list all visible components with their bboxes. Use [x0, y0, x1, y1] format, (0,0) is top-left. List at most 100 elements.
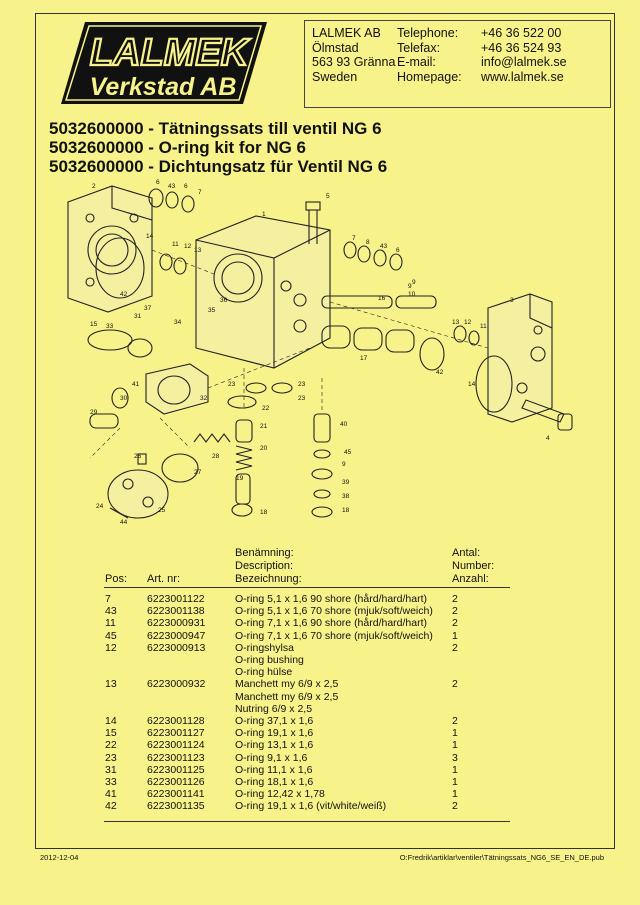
- cell-pos: 7: [105, 593, 111, 605]
- cell-art-nr: 6223001127: [147, 727, 205, 740]
- cell-quantity: 3: [452, 751, 458, 764]
- contact-box: LALMEK AB Ölmstad 563 93 Gränna Sweden T…: [304, 20, 611, 108]
- cell-art-nr: 6223001124: [147, 739, 205, 752]
- header-quantity-se: Antal:: [452, 547, 481, 559]
- page-frame: [35, 13, 615, 849]
- callout-label: 33: [106, 323, 114, 330]
- callout-label: 25: [158, 507, 166, 514]
- cell-quantity: 1: [452, 727, 458, 740]
- callout-label: 42: [120, 291, 128, 298]
- cell-quantity: 2: [452, 593, 458, 605]
- table-row: O-ring bushing: [0, 654, 640, 666]
- callout-label: 20: [260, 445, 268, 452]
- cell-art-nr: 6223001138: [147, 605, 205, 618]
- footer-file-path: O:Fredrik\artiklar\ventiler\Tätningssats…: [399, 853, 604, 862]
- callout-label: 41: [132, 381, 140, 388]
- cell-pos: 13: [105, 678, 117, 691]
- cell-art-nr: 6223001122: [147, 593, 205, 605]
- callout-label: 24: [96, 503, 104, 510]
- callout-label: 23: [298, 381, 306, 388]
- callout-label: 9: [342, 461, 346, 468]
- cell-pos: 15: [105, 727, 117, 740]
- title-swedish: 5032600000 - Tätningssats till ventil NG…: [49, 119, 382, 138]
- address-line: 563 93 Gränna: [312, 55, 396, 69]
- callout-label: 1: [262, 211, 266, 218]
- callout-label: 43: [168, 183, 176, 190]
- callout-label: 40: [340, 421, 348, 428]
- callout-label: 26: [134, 453, 142, 460]
- callout-label: 21: [260, 423, 268, 430]
- cell-art-nr: 6223001141: [147, 788, 205, 801]
- cell-description: Nutring 6/9 x 2,5: [235, 702, 313, 715]
- callout-label: 9: [412, 279, 416, 286]
- telefax-value: +46 36 524 93: [481, 40, 562, 55]
- callout-label: 4: [546, 435, 550, 442]
- cell-quantity: 1: [452, 788, 458, 801]
- callout-label: 17: [360, 355, 368, 362]
- callout-label: 6: [156, 179, 160, 186]
- callout-label: 23: [298, 395, 306, 402]
- callout-label: 5: [326, 193, 330, 200]
- header-description: Benämning: Description: Bezeichnung:: [235, 547, 302, 586]
- document-titles: 5032600000 - Tätningssats till ventil NG…: [49, 119, 387, 176]
- contact-labels: Telephone: Telefax: E-mail: Homepage:: [397, 26, 462, 84]
- callout-label: 27: [194, 469, 202, 476]
- cell-pos: 41: [105, 788, 117, 801]
- callout-label: 35: [208, 307, 216, 314]
- telefax-label: Telefax:: [397, 40, 441, 55]
- cell-description: O-ring bushing: [235, 654, 304, 666]
- callout-label: 3: [510, 297, 514, 304]
- contact-values: +46 36 522 00 +46 36 524 93 info@lalmek.…: [481, 26, 567, 84]
- table-row: Nutring 6/9 x 2,5: [0, 703, 640, 715]
- callout-label: 23: [228, 381, 236, 388]
- cell-quantity: 2: [452, 641, 458, 654]
- cell-art-nr: 6223000947: [147, 629, 206, 642]
- header-quantity-de: Anzahl:: [452, 573, 489, 585]
- cell-pos: 42: [105, 800, 117, 813]
- callout-label: 7: [352, 235, 356, 242]
- callout-label: 14: [146, 233, 154, 240]
- header-description-en: Description:: [235, 560, 294, 572]
- cell-art-nr: 6223001135: [147, 800, 205, 813]
- cell-art-nr: 6223001123: [147, 751, 205, 764]
- address-line: Sweden: [312, 69, 358, 84]
- callout-label: 29: [90, 409, 98, 416]
- cell-art-nr: 6223000913: [147, 641, 206, 654]
- callout-label: 15: [90, 321, 98, 328]
- cell-quantity: 1: [452, 629, 458, 642]
- table-row: Manchett my 6/9 x 2,5: [0, 691, 640, 703]
- cell-pos: 33: [105, 776, 117, 788]
- callout-label: 11: [480, 323, 487, 330]
- cell-pos: 45: [105, 629, 117, 642]
- callout-label: 38: [342, 493, 350, 500]
- callout-label: 39: [342, 479, 350, 486]
- cell-description: O-ringshylsa: [235, 641, 294, 654]
- callout-label: 2: [92, 183, 96, 190]
- cell-pos: 23: [105, 751, 117, 764]
- cell-quantity: 2: [452, 800, 458, 813]
- callout-label: 22: [262, 405, 270, 412]
- header-quantity: Antal: Number: Anzahl:: [452, 547, 494, 586]
- header-description-de: Bezeichnung:: [235, 573, 302, 585]
- footer-date: 2012-12-04: [40, 853, 79, 862]
- company-name: LALMEK AB: [312, 26, 381, 40]
- callout-label: 36: [220, 297, 228, 304]
- cell-pos: 22: [105, 739, 117, 752]
- homepage-label: Homepage:: [397, 69, 462, 84]
- cell-description: Manchett my 6/9 x 2,5: [235, 678, 339, 691]
- cell-description: O-ring 13,1 x 1,6: [235, 739, 314, 752]
- cell-description: O-ring 37,1 x 1,6: [235, 715, 314, 727]
- cell-art-nr: 6223000931: [147, 617, 206, 630]
- callout-label: 10: [408, 291, 416, 298]
- callout-label: 43: [380, 243, 388, 250]
- cell-description: Manchett my 6/9 x 2,5: [235, 690, 339, 703]
